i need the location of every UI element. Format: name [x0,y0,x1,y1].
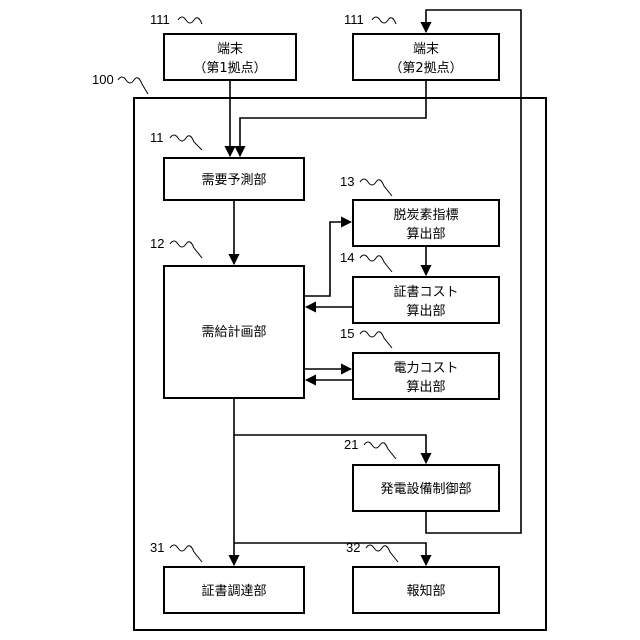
supply-plan-node: 需給計画部 [164,266,304,398]
svg-text:算出部: 算出部 [406,304,445,319]
demand-forecast-node: 需要予測部 [164,158,304,200]
svg-text:報知部: 報知部 [406,583,445,599]
cert-cost-ref: 14 [340,250,392,272]
svg-text:需要予測部: 需要予測部 [201,173,266,188]
notification-node: 報知部 [353,567,499,613]
supply-plan-ref: 12 [150,236,202,258]
cert-procurement-node: 証書調達部 [164,567,304,613]
arrow-terminal2-to-forecast [240,80,426,156]
terminal-1-node: 端末 （第1拠点） [164,34,296,80]
svg-text:電力コスト: 電力コスト [393,361,458,376]
terminal-2-node: 端末 （第2拠点） [353,34,499,80]
cert-procurement-ref: 31 [150,540,202,562]
svg-text:21: 21 [344,437,358,452]
svg-text:証書コスト: 証書コスト [393,285,458,300]
decarbon-index-node: 脱炭素指標 算出部 [353,200,499,246]
svg-text:発電設備制御部: 発電設備制御部 [380,481,471,497]
power-cost-node: 電力コスト 算出部 [353,353,499,399]
svg-text:（第2拠点）: （第2拠点） [389,61,462,76]
svg-text:需給計画部: 需給計画部 [201,324,266,340]
svg-text:12: 12 [150,236,164,251]
generator-control-node: 発電設備制御部 [353,465,499,511]
svg-text:端末: 端末 [413,42,439,57]
svg-text:111: 111 [150,12,170,27]
demand-forecast-ref: 11 [150,130,202,150]
svg-text:端末: 端末 [217,42,243,57]
svg-text:15: 15 [340,326,354,341]
svg-text:算出部: 算出部 [406,227,445,242]
svg-text:証書調達部: 証書調達部 [201,584,266,599]
svg-text:11: 11 [150,130,164,145]
system-ref: 100 [92,72,148,94]
svg-text:脱炭素指標: 脱炭素指標 [393,208,458,223]
decarbon-index-ref: 13 [340,174,392,196]
svg-text:111: 111 [344,12,364,27]
svg-text:（第1拠点）: （第1拠点） [193,61,266,76]
svg-text:13: 13 [340,174,354,189]
terminal-2-ref: 111 [344,12,396,27]
arrow-plan-to-generator [234,398,426,463]
cert-cost-node: 証書コスト 算出部 [353,277,499,323]
svg-text:14: 14 [340,250,354,265]
power-cost-ref: 15 [340,326,392,348]
arrow-generator-to-terminal2 [426,10,521,533]
svg-text:算出部: 算出部 [406,380,445,395]
generator-control-ref: 21 [344,437,396,459]
svg-text:100: 100 [92,72,114,87]
svg-text:31: 31 [150,540,164,555]
terminal-1-ref: 111 [150,12,202,27]
